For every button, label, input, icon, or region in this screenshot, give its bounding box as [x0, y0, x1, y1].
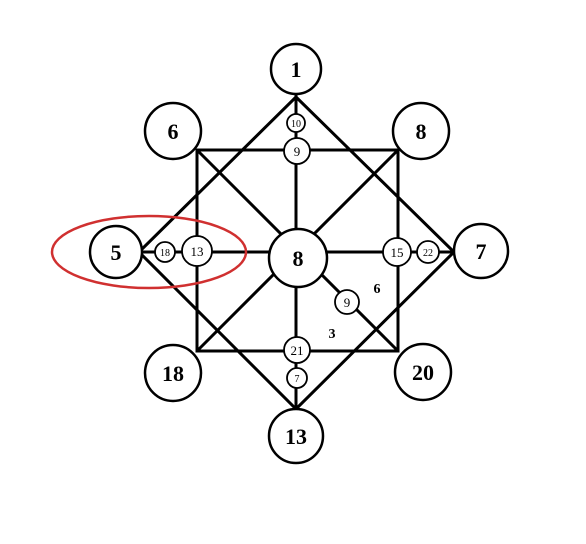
outer-node-bottom-right: 20 — [393, 342, 453, 402]
svg-text:18: 18 — [160, 248, 170, 259]
svg-text:9: 9 — [344, 295, 351, 310]
svg-text:1: 1 — [291, 57, 302, 82]
inner-node-right-mid: 15 — [382, 237, 412, 267]
svg-text:18: 18 — [162, 361, 184, 386]
inner-node-diag-mid: 9 — [334, 289, 360, 315]
svg-text:15: 15 — [391, 245, 404, 260]
outer-node-left: 5 — [88, 224, 144, 280]
svg-text:21: 21 — [291, 343, 304, 358]
svg-text:13: 13 — [191, 244, 204, 259]
highlight-ellipse — [50, 214, 248, 290]
svg-text:22: 22 — [423, 248, 433, 259]
inner-node-left-mid: 13 — [181, 235, 213, 267]
outer-node-right: 7 — [452, 222, 510, 280]
inner-node-bottom-mid: 21 — [283, 336, 311, 364]
outer-node-bottom: 13 — [267, 407, 325, 465]
svg-text:7: 7 — [476, 239, 487, 264]
outer-node-top-left: 6 — [143, 101, 203, 161]
center-node: 8 — [267, 227, 329, 289]
inner-node-left-small: 18 — [154, 241, 176, 263]
outer-node-top-right: 8 — [391, 101, 451, 161]
inner-node-right-small: 22 — [416, 240, 440, 264]
svg-text:9: 9 — [294, 144, 301, 159]
outer-node-top: 1 — [269, 42, 323, 96]
svg-text:10: 10 — [291, 119, 301, 130]
inner-node-top-small: 10 — [286, 113, 306, 133]
edge-label-lower: 3 — [329, 327, 336, 342]
svg-text:5: 5 — [111, 240, 122, 265]
svg-text:7: 7 — [295, 374, 300, 385]
svg-text:6: 6 — [168, 119, 179, 144]
outer-node-bottom-left: 18 — [143, 343, 203, 403]
inner-node-top-mid: 9 — [283, 137, 311, 165]
svg-text:20: 20 — [412, 360, 434, 385]
svg-text:8: 8 — [416, 119, 427, 144]
inner-node-bottom-small: 7 — [286, 367, 308, 389]
svg-text:13: 13 — [285, 424, 307, 449]
edge-label-upper: 6 — [374, 282, 381, 297]
svg-text:8: 8 — [293, 246, 304, 271]
